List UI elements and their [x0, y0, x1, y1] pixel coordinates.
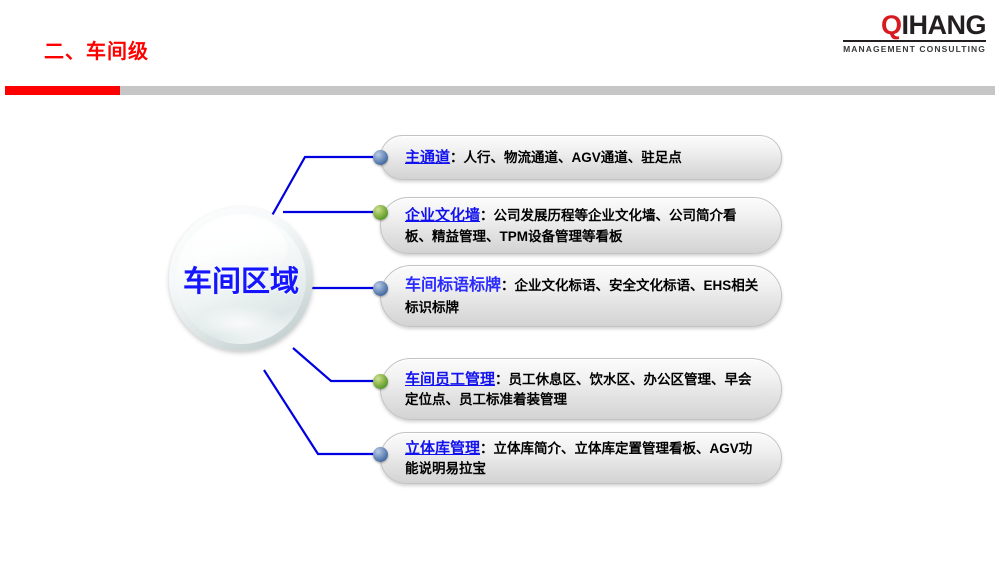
logo-initial: Q [880, 10, 902, 40]
header-divider-accent [5, 86, 120, 95]
capsule-separator-3: ： [501, 278, 515, 294]
bullet-icon [373, 205, 388, 220]
logo-divider-rule [843, 40, 986, 42]
capsule-text-1: 主通道：人行、物流通道、AGV通道、驻足点 [381, 147, 704, 168]
bullet-icon [373, 374, 388, 389]
capsule-separator-5: ： [480, 440, 494, 456]
capsule-title-4: 车间员工管理 [405, 370, 496, 388]
capsule-title-3: 车间标语标牌 [405, 277, 502, 295]
list-item[interactable]: 车间员工管理：员工休息区、饮水区、办公区管理、早会定位点、员工标准着装管理 [380, 358, 782, 420]
capsule-title-2: 企业文化墙 [405, 207, 481, 225]
logo-wordmark: QIHANG [843, 10, 987, 40]
capsule-body-5: 立体库简介、立体库定置管理看板、AGV功能说明易拉宝 [405, 440, 753, 477]
capsule-separator-4: ： [495, 371, 509, 387]
bullet-icon [373, 447, 388, 462]
list-item[interactable]: 立体库管理：立体库简介、立体库定置管理看板、AGV功能说明易拉宝 [380, 432, 782, 484]
center-bubble-label: 车间区域 [182, 266, 299, 298]
list-item[interactable]: 车间标语标牌：企业文化标语、安全文化标语、EHS相关标识标牌 [380, 265, 782, 327]
connector-line-5 [263, 369, 378, 456]
capsule-separator-1: ： [450, 149, 464, 165]
capsule-body-3: 企业文化标语、安全文化标语、EHS相关标识标牌 [405, 278, 759, 315]
capsule-text-2: 企业文化墙：公司发展历程等企业文化墙、公司简介看板、精益管理、TPM设备管理等看… [381, 205, 781, 245]
bullet-icon [373, 150, 388, 165]
center-bubble: 车间区域 [169, 207, 313, 351]
capsule-body-1: 人行、物流通道、AGV通道、驻足点 [463, 149, 682, 165]
bubble-highlight [192, 217, 288, 281]
capsule-text-5: 立体库管理：立体库简介、立体库定置管理看板、AGV功能说明易拉宝 [381, 438, 781, 478]
capsule-title-1: 主通道 [405, 148, 451, 166]
bullet-icon [373, 281, 388, 296]
capsule-body-4: 员工休息区、饮水区、办公区管理、早会定位点、员工标准着装管理 [405, 371, 752, 408]
brand-logo: QIHANG MANAGEMENT CONSULTING [843, 12, 986, 54]
capsule-body-2: 公司发展历程等企业文化墙、公司简介看板、精益管理、TPM设备管理等看板 [405, 208, 737, 244]
logo-rest: IHANG [901, 10, 987, 40]
capsule-text-4: 车间员工管理：员工休息区、饮水区、办公区管理、早会定位点、员工标准着装管理 [381, 369, 781, 409]
capsule-title-5: 立体库管理 [405, 439, 481, 457]
connector-line-4 [292, 347, 378, 383]
header-divider-bar [5, 86, 995, 95]
bubble-bottom-glow [194, 304, 288, 343]
list-item[interactable]: 企业文化墙：公司发展历程等企业文化墙、公司简介看板、精益管理、TPM设备管理等看… [380, 197, 782, 254]
list-item[interactable]: 主通道：人行、物流通道、AGV通道、驻足点 [380, 135, 782, 180]
logo-subtitle: MANAGEMENT CONSULTING [843, 44, 986, 54]
page-title: 二、车间级 [44, 41, 149, 63]
capsule-separator-2: ： [480, 208, 494, 224]
capsule-text-3: 车间标语标牌：企业文化标语、安全文化标语、EHS相关标识标牌 [381, 275, 781, 317]
